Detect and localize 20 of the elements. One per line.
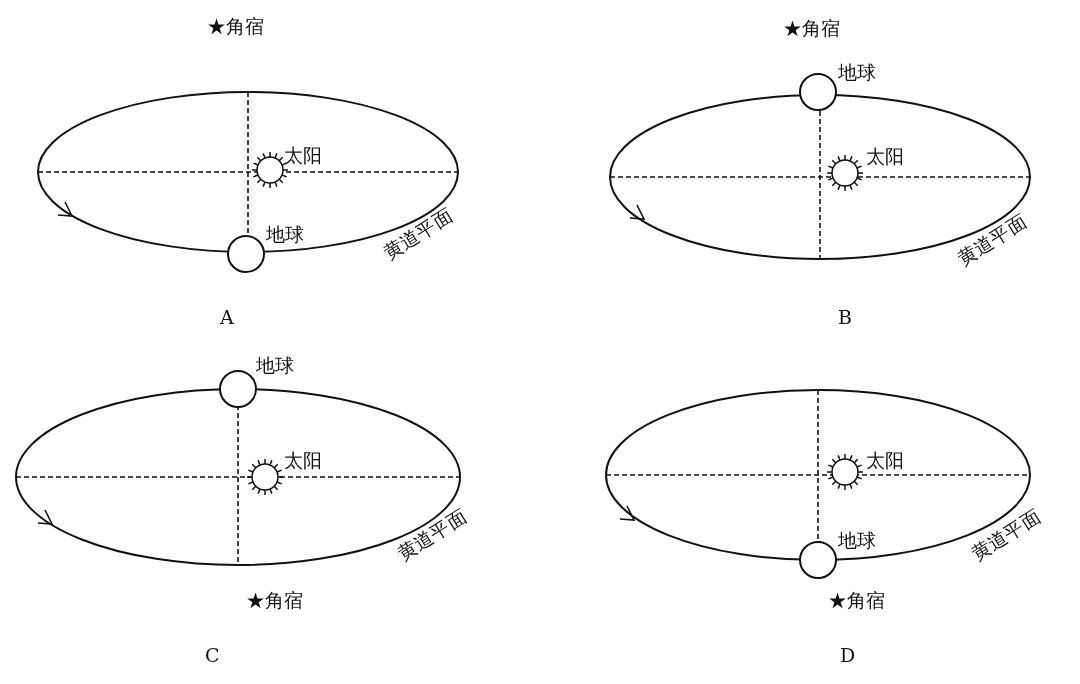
sun-label: 太阳 (866, 450, 904, 471)
star-label: ★角宿 (828, 590, 885, 611)
plane-label: 黄道平面 (394, 506, 470, 564)
earth-label: 地球 (838, 530, 876, 551)
sun-label: 太阳 (866, 146, 904, 167)
sun-label: 太阳 (284, 145, 322, 166)
sun-label: 太阳 (284, 450, 322, 471)
option-letter: A (220, 307, 234, 328)
star-label: ★角宿 (246, 590, 303, 611)
star-label: ★角宿 (783, 18, 840, 39)
option-letter: C (205, 645, 220, 666)
star-label: ★角宿 (207, 16, 264, 37)
earth-label: 地球 (838, 62, 876, 83)
option-letter: D (840, 645, 856, 666)
plane-label: 黄道平面 (954, 211, 1030, 269)
plane-label: 黄道平面 (380, 205, 456, 263)
plane-label: 黄道平面 (968, 506, 1044, 564)
option-letter: B (838, 307, 852, 328)
earth-label: 地球 (266, 224, 304, 245)
earth-label: 地球 (256, 355, 294, 376)
